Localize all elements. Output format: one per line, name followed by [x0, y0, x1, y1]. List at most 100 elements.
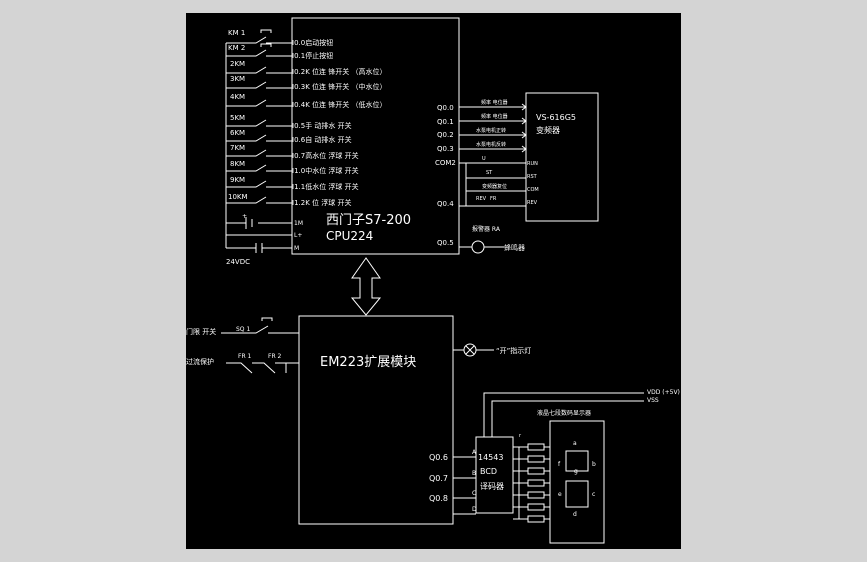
- switch-label: 2KM: [230, 60, 245, 68]
- plc-output-list: Q0.0 Q0.1 Q0.2 Q0.3 COM2 Q0.4 Q0.5: [435, 104, 456, 247]
- plc-input-row: KM 2 I0.1停止按钮: [226, 43, 333, 60]
- inverter-signal: FR: [490, 196, 497, 202]
- switch-label: KM 2: [228, 44, 245, 52]
- inverter-model: VS-616G5: [536, 113, 576, 122]
- segment-label: f: [558, 461, 561, 468]
- decoder-name2: 译码器: [480, 482, 504, 491]
- plc-input-row: 6KM I0.6自 动排水 开关: [226, 129, 352, 144]
- plc-input-list: KM 1 I0.0启动按钮 KM 2 I0.1停止按钮 2KM I0.2K 位连…: [226, 29, 386, 207]
- seven-segment-display: [549, 420, 605, 544]
- indicator-label: “开”指示灯: [496, 346, 531, 355]
- em-output: Q0.7: [429, 474, 448, 483]
- decoder-side-pin: r: [519, 433, 522, 439]
- alarm-lamp-icon: [471, 240, 485, 254]
- plc-input-row: KM 1 I0.0启动按钮: [226, 29, 333, 47]
- inverter-signal: U: [482, 156, 486, 162]
- input-label: I0.5手 动排水 开关: [292, 121, 352, 130]
- output-label: Q0.3: [437, 145, 454, 153]
- output-label: Q0.5: [437, 239, 454, 247]
- inverter-terminal: COM: [527, 187, 539, 193]
- switch-label: 10KM: [228, 193, 248, 201]
- output-label: Q0.0: [437, 104, 454, 112]
- inverter-signal: 水泵电机反转: [476, 141, 506, 148]
- bus-connector-icon: [350, 257, 382, 316]
- decoder-pin: C: [472, 490, 476, 497]
- plc-input-row: 9KM I1.1低水位 浮球 开关: [226, 176, 359, 191]
- inverter-title: 变频器: [536, 125, 560, 135]
- decoder-pin: A: [472, 449, 477, 456]
- input-label: I1.2K 位 浮球 开关: [292, 198, 351, 207]
- input-label: I1.1低水位 浮球 开关: [292, 182, 359, 191]
- inverter-signal: ST: [486, 170, 493, 176]
- switch-label: 7KM: [230, 144, 245, 152]
- output-label: Q0.1: [437, 118, 454, 126]
- terminal-1m: 1M: [294, 220, 303, 227]
- inverter-signal: 频率 电位器: [481, 113, 508, 120]
- inverter-signal: 变频器复位: [482, 183, 507, 190]
- output-label: Q0.4: [437, 200, 454, 208]
- input-label: I0.4K 位连 锋开关 （低水位）: [292, 100, 386, 109]
- plc-input-row: 2KM I0.2K 位连 锋开关 （高水位）: [226, 60, 386, 76]
- wiring-diagram: 西门子S7-200 CPU224 KM 1 I0.0启动按钮 KM 2 I0.1…: [186, 17, 680, 544]
- expansion-module-box: [298, 315, 454, 525]
- inverter-signal: 水泵电机正转: [476, 127, 506, 134]
- inverter-box: [525, 92, 599, 222]
- door-switch-label: 门限 开关: [186, 327, 216, 336]
- resistor-array: [513, 443, 550, 523]
- plc-input-row: 5KM I0.5手 动排水 开关: [226, 114, 352, 130]
- input-label: I0.1停止按钮: [292, 51, 333, 60]
- segment-label: g: [574, 468, 578, 475]
- input-label: I0.0启动按钮: [292, 38, 333, 47]
- decoder-pin: D: [472, 506, 477, 513]
- inverter-terminal: RUN: [527, 161, 538, 167]
- segment-outline: [565, 450, 589, 508]
- decoder-chip: 14543: [478, 453, 503, 462]
- switch-label: 5KM: [230, 114, 245, 122]
- plc-model: CPU224: [326, 229, 373, 243]
- switch-label: 3KM: [230, 75, 245, 83]
- segment-label: e: [558, 491, 562, 498]
- display-title: 液晶七段数码显示器: [537, 409, 591, 417]
- segment-label: b: [592, 461, 596, 468]
- indicator-lamp-icon: [463, 343, 477, 357]
- output-label: COM2: [435, 159, 456, 167]
- plc-input-row: 4KM I0.4K 位连 锋开关 （低水位）: [226, 93, 386, 109]
- segment-label: a: [573, 440, 577, 447]
- plc-input-row: 10KM I1.2K 位 浮球 开关: [226, 193, 351, 207]
- input-label: I0.3K 位连 锋开关 （中水位）: [292, 82, 386, 91]
- overcurrent-code: FR 1: [238, 353, 252, 360]
- plc-title: 西门子S7-200: [326, 213, 411, 228]
- overcurrent-code: FR 2: [268, 353, 282, 360]
- plc-input-row: 3KM I0.3K 位连 锋开关 （中水位）: [226, 75, 386, 91]
- switch-label: 6KM: [230, 129, 245, 137]
- segment-label: d: [573, 511, 577, 518]
- plc-input-row: 7KM I0.7高水位 浮球 开关: [226, 144, 359, 160]
- alarm-indicator: 报警器 RA: [472, 225, 501, 233]
- input-label: I0.6自 动排水 开关: [292, 135, 352, 144]
- schematic-canvas: 西门子S7-200 CPU224 KM 1 I0.0启动按钮 KM 2 I0.1…: [186, 13, 681, 549]
- inverter-terminal: REV: [527, 200, 538, 206]
- decoder-box: [475, 436, 514, 514]
- inverter-signal: 频率 电位器: [481, 99, 508, 106]
- inverter-terminal: RST: [527, 174, 538, 180]
- power-label: 24VDC: [226, 258, 250, 266]
- segment-label: c: [592, 491, 595, 498]
- decoder-pin: B: [472, 470, 476, 477]
- vdd-label: VDD (+5V): [647, 389, 680, 396]
- terminal-m: M: [294, 245, 299, 252]
- plc-input-row: 8KM I1.0中水位 浮球 开关: [226, 160, 359, 175]
- input-label: I0.7高水位 浮球 开关: [292, 151, 359, 160]
- svg-text:+: +: [242, 213, 247, 220]
- door-switch-code: SQ 1: [236, 326, 250, 333]
- input-label: I1.0中水位 浮球 开关: [292, 166, 359, 175]
- switch-label: 9KM: [230, 176, 245, 184]
- inverter-signal: REV: [476, 196, 487, 202]
- expansion-title: EM223扩展模块: [320, 355, 416, 370]
- em-output: Q0.8: [429, 494, 448, 503]
- alarm-label: 蜂鸣器: [504, 243, 525, 252]
- overcurrent-label: 过流保护: [186, 357, 214, 366]
- output-label: Q0.2: [437, 131, 454, 139]
- switch-label: 4KM: [230, 93, 245, 101]
- switch-label: 8KM: [230, 160, 245, 168]
- plc-box: [291, 17, 460, 255]
